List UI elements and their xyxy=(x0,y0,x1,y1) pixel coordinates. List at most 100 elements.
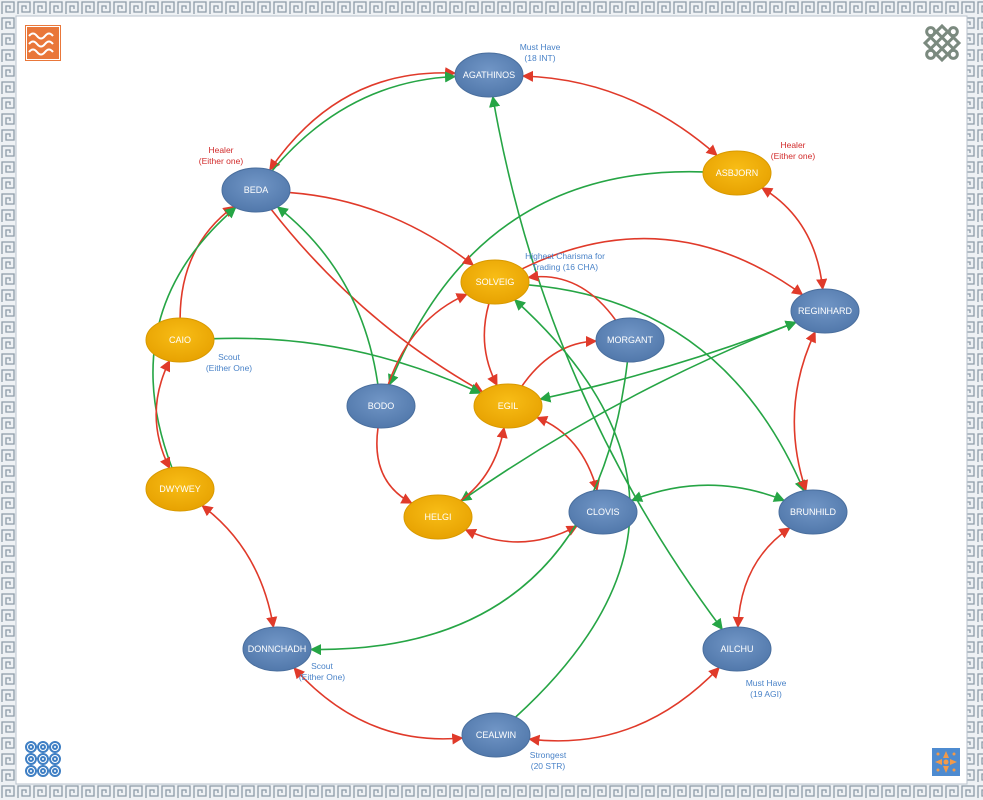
node-caio-shape xyxy=(145,317,215,363)
node-solveig-label: SOLVEIG xyxy=(476,277,515,287)
endless-knot-icon xyxy=(922,23,962,63)
node-dwywey-label: DWYWEY xyxy=(159,484,201,494)
node-dwywey[interactable]: DWYWEY xyxy=(145,466,215,512)
note-ailchu-line-1: Must Have xyxy=(746,678,787,688)
edge-cealwin-ailchu xyxy=(528,666,720,746)
note-beda: Healer(Either one) xyxy=(199,145,244,166)
node-morgant-shape xyxy=(595,317,665,363)
edge-reginhard-brunhild xyxy=(793,330,816,492)
node-reginhard-shape xyxy=(790,288,860,334)
note-asbjorn-line-2: (Either one) xyxy=(771,151,816,161)
node-morgant-label: MORGANT xyxy=(607,335,654,345)
note-asbjorn-line-1: Healer xyxy=(780,140,805,150)
node-cealwin[interactable]: CEALWIN xyxy=(461,712,531,758)
edge-beda-solveig xyxy=(289,191,475,266)
node-helgi[interactable]: HELGI xyxy=(403,494,473,540)
note-donnchadh: Scout(Either One) xyxy=(299,661,345,682)
note-cealwin: Strongest(20 STR) xyxy=(530,750,567,771)
node-bodo-label: BODO xyxy=(368,401,395,411)
node-agathinos-shape xyxy=(454,52,524,98)
edge-brunhild-ailchu xyxy=(732,527,791,629)
node-agathinos[interactable]: AGATHINOS xyxy=(454,52,524,98)
note-caio: Scout(Either One) xyxy=(206,352,252,373)
edge-beda-agathinos xyxy=(271,71,457,172)
edge-helgi-clovis xyxy=(464,525,578,543)
edge-reginhard-helgi xyxy=(460,320,797,502)
edge-bodo-beda xyxy=(276,206,379,385)
note-beda-line-1: Healer xyxy=(208,145,233,155)
edge-asbjorn-bodo xyxy=(388,170,704,386)
note-donnchadh-line-1: Scout xyxy=(311,661,333,671)
node-egil-shape xyxy=(473,383,543,429)
node-clovis-shape xyxy=(568,489,638,535)
node-egil-label: EGIL xyxy=(498,401,519,411)
note-cealwin-line-1: Strongest xyxy=(530,750,567,760)
node-beda-label: BEDA xyxy=(244,185,269,195)
node-asbjorn[interactable]: ASBJORN xyxy=(702,150,772,196)
edge-morgant-solveig xyxy=(527,270,617,321)
node-bodo-shape xyxy=(346,383,416,429)
edge-bodo-solveig xyxy=(387,293,468,385)
edge-bodo-helgi xyxy=(376,427,413,504)
note-solveig-line-2: Trading (16 CHA) xyxy=(532,262,598,272)
node-dwywey-shape xyxy=(145,466,215,512)
edge-helgi-egil xyxy=(460,426,508,502)
note-asbjorn: Healer(Either one) xyxy=(771,140,816,161)
node-asbjorn-label: ASBJORN xyxy=(716,168,759,178)
node-ailchu-label: AILCHU xyxy=(720,644,753,654)
node-reginhard-label: REGINHARD xyxy=(798,306,853,316)
node-beda-shape xyxy=(221,167,291,213)
node-cealwin-shape xyxy=(461,712,531,758)
node-clovis[interactable]: CLOVIS xyxy=(568,489,638,535)
node-caio[interactable]: CAIO xyxy=(145,317,215,363)
node-brunhild[interactable]: BRUNHILD xyxy=(778,489,848,535)
node-reginhard[interactable]: REGINHARD xyxy=(790,288,860,334)
node-brunhild-shape xyxy=(778,489,848,535)
node-morgant[interactable]: MORGANT xyxy=(595,317,665,363)
edge-caio-dwywey xyxy=(155,359,171,470)
note-agathinos-line-1: Must Have xyxy=(520,42,561,52)
node-donnchadh-shape xyxy=(242,626,312,672)
note-caio-line-2: (Either One) xyxy=(206,363,252,373)
edge-dwywey-donnchadh xyxy=(201,505,278,629)
annotations-layer: Must Have(18 INT)Healer(Either one)Heale… xyxy=(199,42,816,771)
note-cealwin-line-2: (20 STR) xyxy=(531,761,566,771)
node-brunhild-label: BRUNHILD xyxy=(790,507,837,517)
note-agathinos-line-2: (18 INT) xyxy=(524,53,555,63)
node-solveig-shape xyxy=(460,259,530,305)
note-ailchu-line-2: (19 AGI) xyxy=(750,689,782,699)
note-agathinos: Must Have(18 INT) xyxy=(520,42,561,63)
node-agathinos-label: AGATHINOS xyxy=(463,70,515,80)
node-beda[interactable]: BEDA xyxy=(221,167,291,213)
node-donnchadh-label: DONNCHADH xyxy=(248,644,307,654)
node-caio-label: CAIO xyxy=(169,335,191,345)
note-solveig-line-1: Highest Charisma for xyxy=(525,251,605,261)
edge-agathinos-beda xyxy=(269,67,457,171)
node-asbjorn-shape xyxy=(702,150,772,196)
node-donnchadh[interactable]: DONNCHADH xyxy=(242,626,312,672)
node-ailchu-shape xyxy=(702,626,772,672)
node-helgi-shape xyxy=(403,494,473,540)
note-beda-line-2: (Either one) xyxy=(199,156,244,166)
note-ailchu: Must Have(19 AGI) xyxy=(746,678,787,699)
node-solveig[interactable]: SOLVEIG xyxy=(460,259,530,305)
spiral-pattern-icon xyxy=(24,740,62,778)
edge-caio-beda xyxy=(179,205,235,319)
edge-caio-egil xyxy=(213,337,482,395)
nodes-layer: AGATHINOS ASBJORN BEDA SOLVEIG REGINHARD CAIO… xyxy=(145,52,860,758)
edge-solveig-reginhard xyxy=(521,237,804,296)
edge-asbjorn-reginhard xyxy=(761,187,828,291)
edge-donnchadh-cealwin xyxy=(293,667,464,745)
edge-beda-egil xyxy=(270,209,484,393)
node-ailchu[interactable]: AILCHU xyxy=(702,626,772,672)
node-bodo[interactable]: BODO xyxy=(346,383,416,429)
node-egil[interactable]: EGIL xyxy=(473,383,543,429)
node-helgi-label: HELGI xyxy=(424,512,451,522)
note-caio-line-1: Scout xyxy=(218,352,240,362)
node-cealwin-label: CEALWIN xyxy=(476,730,516,740)
compass-pattern-icon xyxy=(932,748,960,776)
node-clovis-label: CLOVIS xyxy=(586,507,619,517)
